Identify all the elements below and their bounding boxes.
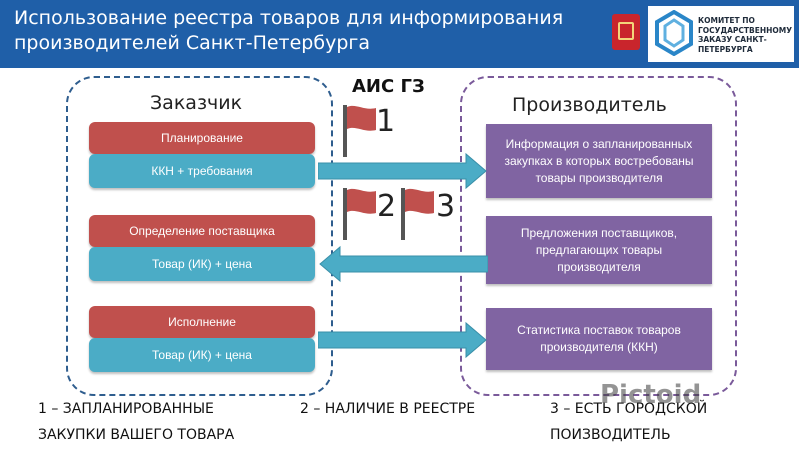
info-box-delivery-statistics: Статистика поставок товаров производител… xyxy=(486,308,712,370)
stage-planning-detail: ККН + требования xyxy=(89,154,315,188)
stage-execution-detail: Товар (ИК) + цена xyxy=(89,338,315,372)
header-bar: Использование реестра товаров для информ… xyxy=(0,0,799,68)
customer-group xyxy=(66,76,333,396)
flag-number-1: 1 xyxy=(376,104,396,139)
stage-execution: Исполнение xyxy=(89,306,315,338)
flag-icon xyxy=(343,105,376,157)
stage-supplier-selection-detail: Товар (ИК) + цена xyxy=(89,247,315,281)
committee-logo-icon xyxy=(655,10,693,56)
info-box-planned-purchases: Информация о запланированных закупках в … xyxy=(486,124,712,198)
committee-logo-text: КОМИТЕТ ПО ГОСУДАРСТВЕННОМУ ЗАКАЗУ САНКТ… xyxy=(698,16,793,54)
watermark-logo: Pictoid xyxy=(600,380,702,410)
arrow-to-producer-1 xyxy=(318,152,487,190)
producer-group xyxy=(460,76,737,396)
caption-2: 2 – НАЛИЧИЕ В РЕЕСТРЕ xyxy=(300,401,476,417)
flag-icon xyxy=(343,188,376,240)
customer-title: Заказчик xyxy=(150,92,243,114)
flag-number-3: 3 xyxy=(436,189,456,224)
stage-supplier-selection: Определение поставщика xyxy=(89,215,315,247)
stage-planning: Планирование xyxy=(89,122,315,154)
flag-number-2: 2 xyxy=(377,189,397,224)
page-title: Использование реестра товаров для информ… xyxy=(14,7,564,54)
ais-label: АИС ГЗ xyxy=(352,76,425,97)
arrow-to-customer-2 xyxy=(319,245,488,283)
flag-icon xyxy=(401,188,434,240)
info-box-supplier-offers: Предложения поставщиков, предлагающих то… xyxy=(486,216,712,284)
caption-3: 3 – ЕСТЬ ГОРОДСКОЙ ПОИЗВОДИТЕЛЬ xyxy=(550,401,708,443)
spb-emblem-icon xyxy=(612,14,640,50)
producer-title: Производитель xyxy=(512,94,667,116)
arrow-to-producer-3 xyxy=(318,321,487,359)
caption-1: 1 – ЗАПЛАНИРОВАННЫЕ ЗАКУПКИ ВАШЕГО ТОВАР… xyxy=(38,401,235,443)
